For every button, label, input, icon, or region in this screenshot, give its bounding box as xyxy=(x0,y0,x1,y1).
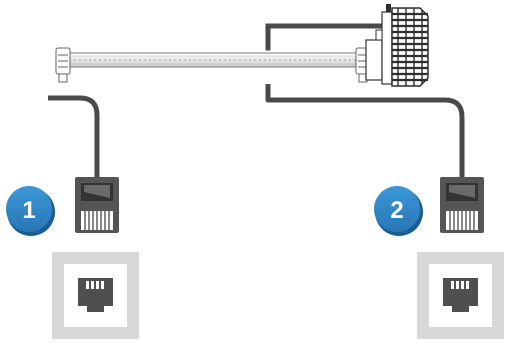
rail-bar xyxy=(55,47,371,83)
step-badge-1-label: 1 xyxy=(22,197,35,224)
rj-plug-icon xyxy=(75,177,119,233)
step-badge-2: 2 xyxy=(374,186,423,236)
left-cable xyxy=(48,95,100,178)
fan-heatsink-icon xyxy=(365,4,429,87)
wall-jack-icon xyxy=(52,252,139,339)
rj-plug-icon xyxy=(440,177,484,233)
wall-jack-icon xyxy=(417,252,504,339)
step-badge-1: 1 xyxy=(6,186,55,236)
upper-cable xyxy=(265,23,465,178)
step-badge-2-label: 2 xyxy=(390,197,403,224)
rail-left-cap xyxy=(55,47,71,83)
